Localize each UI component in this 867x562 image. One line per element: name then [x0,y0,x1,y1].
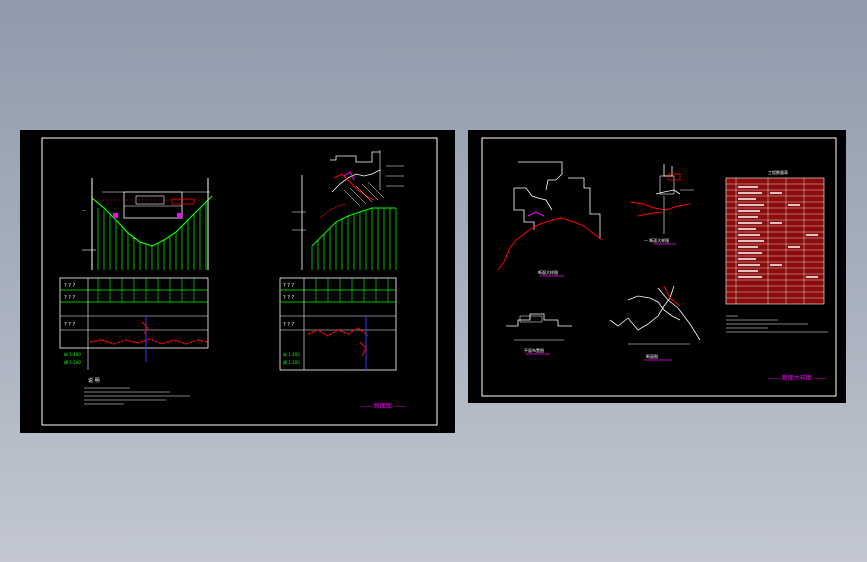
slope-profile-right [292,150,404,270]
retaining-detail: — 断面大样图 [629,164,694,245]
lower-section: 断面图 [609,285,701,361]
sheet-left-frame [41,137,438,426]
table-header: 工程数量表 [768,169,788,175]
sheet-right-canvas: 断面大样图 — 断面大样图 工程数量表 [468,130,846,403]
row-label-3: ? ? ? [64,322,75,328]
stepped-section: 断面大样图 [497,161,603,277]
svg-text:—: — [132,236,136,241]
svg-text:—: — [82,208,86,213]
detail-label-1: 断面大样图 [538,269,558,275]
title-block-left: —— 断面图 —— [360,402,406,410]
row-label-r3: ? ? ? [283,322,294,328]
notes-heading: 说 明 [88,377,100,384]
scale-label-r1: 纵 1:400 [283,352,300,357]
row-label-r1: ? ? ? [283,283,294,289]
title-block-right: —— 断面大样图 —— [768,374,826,382]
drawing-sheet-left[interactable]: — — ? ? ? ? ? ? ? ? ? 纵 1:400 横 1:200 说 … [20,130,455,433]
row-label-r2: ? ? ? [283,295,294,301]
quantities-table: 工程数量表 [725,169,828,333]
notes-block: 说 明 [84,377,190,405]
scale-label-2: 横 1:200 [64,359,81,365]
detail-label-3: 平面布置图 [524,347,544,353]
detail-label-2: — 断面大样图 [644,237,669,243]
scale-label-1: 纵 1:400 [64,352,81,357]
drawing-sheet-right[interactable]: 断面大样图 — 断面大样图 工程数量表 [468,130,846,403]
data-table-right: ? ? ? ? ? ? ? ? ? 纵 1:400 横 1:200 [279,277,397,371]
row-label-1: ? ? ? [64,283,75,289]
cross-section-left: — — [82,178,213,270]
plan-detail: 平面布置图 [506,313,572,355]
scale-label-r2: 横 1:200 [283,359,300,365]
sheet-left-canvas: — — ? ? ? ? ? ? ? ? ? 纵 1:400 横 1:200 说 … [20,130,455,433]
sheet-right-frame [481,137,837,397]
detail-label-4: 断面图 [646,353,658,359]
row-label-2: ? ? ? [64,295,75,301]
data-table-left: ? ? ? ? ? ? ? ? ? 纵 1:400 横 1:200 [59,277,209,370]
